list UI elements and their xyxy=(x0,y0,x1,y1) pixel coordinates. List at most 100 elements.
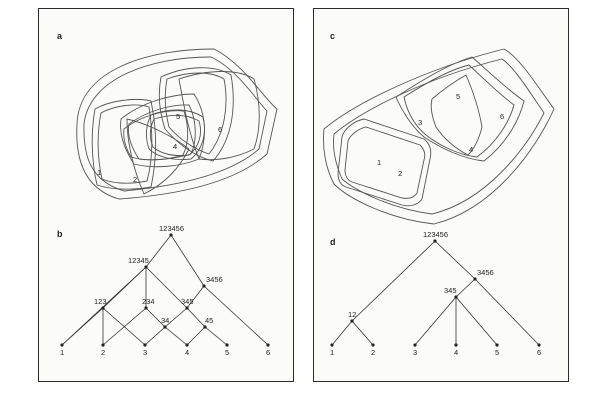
region-outer-c xyxy=(323,48,555,225)
tree-node-123 xyxy=(101,306,105,310)
tree-node-4 xyxy=(185,343,189,347)
tree-node-345 xyxy=(454,295,458,299)
tree-node-label-3456: 3456 xyxy=(206,275,223,284)
venn-label-4-c: 4 xyxy=(469,145,473,154)
region-56-a xyxy=(158,67,234,162)
tree-edge-345-34 xyxy=(164,307,188,328)
venn-label-5-a: 5 xyxy=(176,112,180,121)
tree-node-3 xyxy=(143,343,147,347)
tree-node-5 xyxy=(225,343,229,347)
tree-edge-3456-345 xyxy=(186,285,205,309)
tree-edge-234-2 xyxy=(102,307,147,346)
tree-node-12345 xyxy=(144,265,148,269)
region-3456-c xyxy=(395,56,525,162)
tree-node-label-12: 12 xyxy=(348,310,356,319)
region-12-c xyxy=(344,126,426,199)
venn-label-4-a: 4 xyxy=(173,142,177,151)
tree-node-label-3: 3 xyxy=(413,348,417,357)
tree-node-3456 xyxy=(473,277,477,281)
panel-label-d: d xyxy=(330,237,336,247)
tree-node-label-3: 3 xyxy=(143,348,147,357)
tree-node-label-4: 4 xyxy=(454,348,458,357)
region-123-a xyxy=(97,104,153,184)
venn-label-1-a: 1 xyxy=(97,168,101,177)
tree-edge-3456-6 xyxy=(474,278,540,346)
region-12-a xyxy=(91,98,156,190)
panel-label-a: a xyxy=(57,31,63,41)
tree-edge-123456-3456 xyxy=(434,240,476,280)
tree-node-45 xyxy=(203,325,207,329)
region-345-a xyxy=(128,104,196,161)
tree-node-34 xyxy=(163,325,167,329)
region-inner-c xyxy=(333,58,545,215)
tree-node-label-1: 1 xyxy=(330,348,334,357)
tree-node-6 xyxy=(266,343,270,347)
tree-node-label-5: 5 xyxy=(495,348,499,357)
region-45-a xyxy=(146,109,205,160)
tree-node-label-12345: 12345 xyxy=(128,256,149,265)
tree-node-123456 xyxy=(169,233,173,237)
tree-node-label-2: 2 xyxy=(101,348,105,357)
panel-label-b: b xyxy=(57,229,63,239)
venn-diagram-a: 1 2 4 5 6 xyxy=(76,48,278,200)
tree-node-2 xyxy=(101,343,105,347)
tree-node-label-6: 6 xyxy=(266,348,270,357)
region-6-a xyxy=(178,71,260,161)
venn-label-5-c: 5 xyxy=(456,92,460,101)
tree-node-123456 xyxy=(433,239,437,243)
tree-node-1 xyxy=(60,343,64,347)
region-inner-a xyxy=(83,56,268,192)
tree-edge-45-4 xyxy=(186,326,206,346)
region-4-a xyxy=(150,114,201,157)
tree-node-5 xyxy=(495,343,499,347)
tree-edge-123456-3456 xyxy=(170,234,205,287)
tree-node-label-1: 1 xyxy=(60,348,64,357)
tree-node-label-345: 345 xyxy=(181,297,194,306)
venn-label-6-c: 6 xyxy=(500,112,504,121)
tree-node-label-3456: 3456 xyxy=(477,268,494,277)
tree-node-label-4: 4 xyxy=(185,348,189,357)
tree-edge-34-3 xyxy=(144,326,166,346)
tree-edge-34-4 xyxy=(164,326,188,346)
tree-node-label-234: 234 xyxy=(142,297,155,306)
tree-node-6 xyxy=(537,343,541,347)
tree-edge-12-1 xyxy=(331,320,353,346)
tree-node-label-5: 5 xyxy=(225,348,229,357)
tree-node-4 xyxy=(454,343,458,347)
tree-edge-234-34 xyxy=(145,307,166,328)
region-45-c xyxy=(430,74,483,156)
venn-diagram-c: 1 2 3 4 5 6 xyxy=(323,48,555,225)
region-5-a xyxy=(164,72,227,155)
tree-node-label-345: 345 xyxy=(444,286,457,295)
tree-edge-3456-6 xyxy=(203,285,269,346)
region-345-c xyxy=(403,64,515,158)
venn-label-1-c: 1 xyxy=(377,158,381,167)
tree-edge-345-5 xyxy=(455,296,498,346)
venn-label-2-c: 2 xyxy=(398,169,402,178)
tree-edge-12345-345 xyxy=(145,266,188,309)
tree-node-label-2: 2 xyxy=(371,348,375,357)
tree-node-label-6: 6 xyxy=(537,348,541,357)
venn-label-2-a: 2 xyxy=(133,175,137,184)
tree-node-2 xyxy=(371,343,375,347)
tree-node-label-34: 34 xyxy=(161,316,169,325)
tree-node-12 xyxy=(350,319,354,323)
tree-node-234 xyxy=(144,306,148,310)
tree-node-3456 xyxy=(202,284,206,288)
tree-edge-123456-12 xyxy=(351,240,436,322)
tree-edge-345-45 xyxy=(186,307,206,328)
tree-node-label-123: 123 xyxy=(94,297,107,306)
region-12-outer-c xyxy=(337,118,432,207)
tree-node-3 xyxy=(413,343,417,347)
tree-edge-45-5 xyxy=(204,326,228,346)
venn-label-3-c: 3 xyxy=(418,118,422,127)
panel-label-c: c xyxy=(330,31,336,41)
venn-label-6-a: 6 xyxy=(218,125,222,134)
tree-edge-12-2 xyxy=(351,320,374,346)
tree-node-label-45: 45 xyxy=(205,316,213,325)
region-outer-a xyxy=(76,48,278,200)
